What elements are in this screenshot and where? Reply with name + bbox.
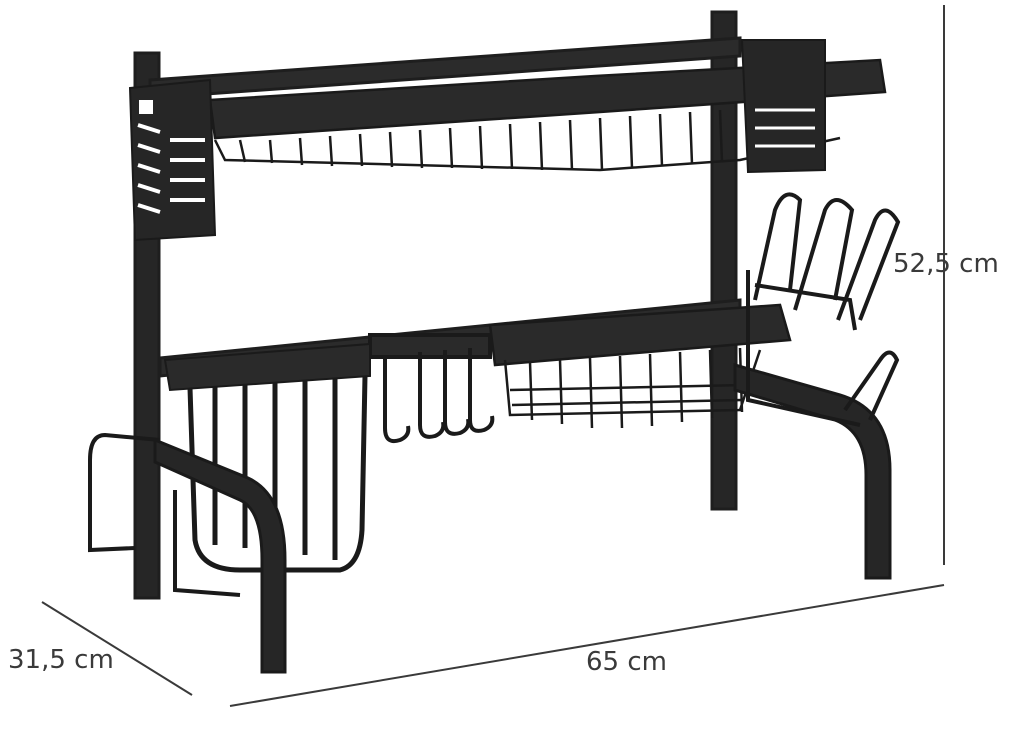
depth-dimension-label: 31,5 cm: [8, 645, 114, 675]
depth-dimension-line: [41, 601, 193, 696]
top-basket-rim: [208, 58, 887, 140]
height-dimension-label: 52,5 cm: [893, 249, 999, 279]
brand-logo-icon: [139, 100, 153, 114]
width-dimension-line: [229, 584, 945, 707]
dimension-lines: [41, 5, 945, 707]
right-leg: [733, 363, 892, 580]
utensil-holder-left: [128, 78, 217, 242]
utensil-holder-right: [740, 39, 826, 174]
width-dimension-label: 65 cm: [586, 647, 667, 677]
left-plate-rack: [163, 342, 371, 573]
cutting-board-holder-left: [88, 432, 241, 597]
utensil-hooks: [368, 333, 495, 444]
left-leg: [153, 437, 287, 674]
right-lid-holder: [746, 192, 901, 427]
